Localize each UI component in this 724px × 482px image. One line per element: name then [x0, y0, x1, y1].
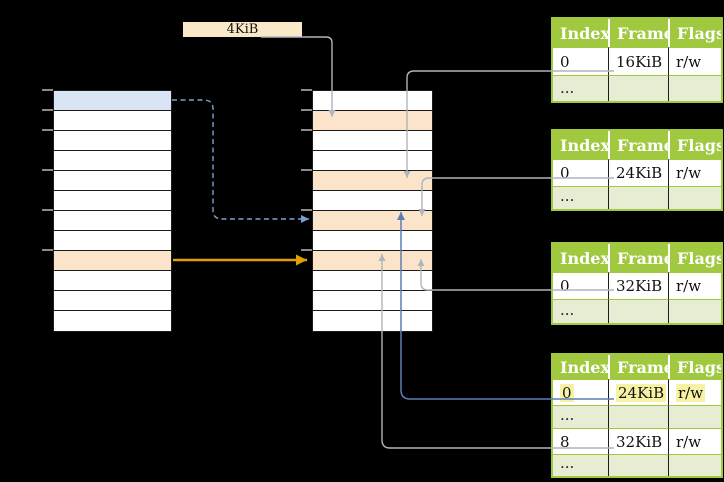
- cell-empty: [608, 405, 668, 428]
- tick-mark: [301, 169, 312, 171]
- highlight-text: 24KiB: [616, 383, 667, 402]
- column-header: Frame: [608, 131, 668, 159]
- tick-mark: [301, 129, 312, 131]
- tick-mark: [301, 89, 312, 91]
- column-header: Frame: [608, 244, 668, 272]
- tick-mark: [42, 209, 53, 211]
- cell-empty: [608, 186, 668, 209]
- cell-empty: [608, 75, 668, 101]
- table-row: [313, 311, 432, 331]
- table-row-orange: [313, 251, 432, 271]
- highlight-text: 0: [560, 383, 574, 402]
- cell-ellipsis: ...: [553, 454, 608, 476]
- cell-ellipsis: ...: [553, 75, 608, 101]
- tick-mark: [42, 249, 53, 251]
- cell-frame-highlighted: 24KiB: [608, 379, 668, 405]
- cell-flags: r/w: [668, 159, 721, 186]
- cell-flags: r/w: [668, 47, 721, 75]
- cell-frame: 32KiB: [608, 272, 668, 299]
- table-row: [54, 111, 171, 131]
- frame-table-24kib: Index Frame Flags 0 24KiB r/w ...: [551, 129, 723, 211]
- cell-empty: [668, 75, 721, 101]
- page-size-label: 4KiB: [183, 22, 302, 37]
- table-row: [54, 231, 171, 251]
- table-row: [54, 291, 171, 311]
- cell-index: 0: [553, 272, 608, 299]
- tick-mark: [301, 109, 312, 111]
- column-header: Index: [553, 244, 608, 272]
- cell-ellipsis: ...: [553, 186, 608, 209]
- cell-flags: r/w: [668, 428, 721, 454]
- table-row-orange: [313, 211, 432, 231]
- column-header: Flags: [668, 19, 721, 47]
- table-row: [313, 271, 432, 291]
- cell-empty: [608, 299, 668, 323]
- tick-mark: [42, 109, 53, 111]
- cell-flags-highlighted: r/w: [668, 379, 721, 405]
- tick-mark: [301, 249, 312, 251]
- table-row: [313, 91, 432, 111]
- table-row-blue: [54, 91, 171, 111]
- cell-ellipsis: ...: [553, 299, 608, 323]
- cell-empty: [608, 454, 668, 476]
- cell-ellipsis: ...: [553, 405, 608, 428]
- table-row: [54, 131, 171, 151]
- table-row-orange: [54, 251, 171, 271]
- cell-flags: r/w: [668, 272, 721, 299]
- highlight-text: r/w: [676, 383, 706, 402]
- column-header: Index: [553, 131, 608, 159]
- table-row: [313, 291, 432, 311]
- table-row: [54, 191, 171, 211]
- table-row: [54, 171, 171, 191]
- cell-index-highlighted: 0: [553, 379, 608, 405]
- tick-mark: [301, 209, 312, 211]
- cell-empty: [668, 299, 721, 323]
- column-header: Frame: [608, 355, 668, 379]
- tick-mark: [42, 129, 53, 131]
- cell-index: 8: [553, 428, 608, 454]
- arrow-left-row1-to-middle-row7-dashed: [172, 99, 309, 223]
- column-header: Flags: [668, 244, 721, 272]
- cell-index: 0: [553, 47, 608, 75]
- tick-mark: [42, 169, 53, 171]
- frame-table-16kib: Index Frame Flags 0 16KiB r/w ...: [551, 17, 723, 103]
- left-page-column: [53, 90, 172, 332]
- cell-frame: 24KiB: [608, 159, 668, 186]
- tick-mark: [42, 89, 53, 91]
- frame-table-32kib: Index Frame Flags 0 32KiB r/w ...: [551, 242, 723, 325]
- cell-frame: 32KiB: [608, 428, 668, 454]
- cell-empty: [668, 454, 721, 476]
- table-row: [313, 231, 432, 251]
- middle-page-column: [312, 90, 433, 332]
- frame-table-bottom: Index Frame Flags 0 24KiB r/w ... 8 32Ki…: [551, 353, 723, 478]
- table-row: [313, 131, 432, 151]
- table-row: [54, 311, 171, 331]
- cell-empty: [668, 186, 721, 209]
- table-row-orange: [313, 171, 432, 191]
- column-header: Flags: [668, 131, 721, 159]
- column-header: Frame: [608, 19, 668, 47]
- table-row: [54, 151, 171, 171]
- cell-frame: 16KiB: [608, 47, 668, 75]
- table-row: [313, 191, 432, 211]
- column-header: Index: [553, 355, 608, 379]
- table-row: [54, 271, 171, 291]
- column-header: Index: [553, 19, 608, 47]
- cell-empty: [668, 405, 721, 428]
- table-row: [54, 211, 171, 231]
- column-header: Flags: [668, 355, 721, 379]
- table-row: [313, 151, 432, 171]
- table-row-orange: [313, 111, 432, 131]
- cell-index: 0: [553, 159, 608, 186]
